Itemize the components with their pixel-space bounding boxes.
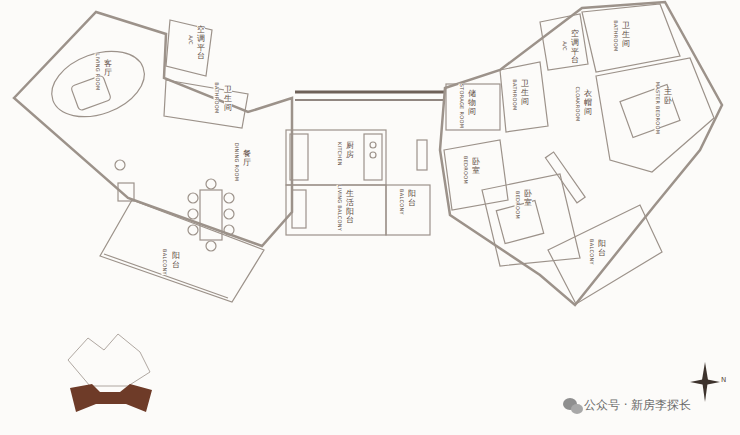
dining-table <box>200 190 222 240</box>
room-label: 主卧 <box>664 88 672 106</box>
chairs <box>188 179 234 251</box>
master-bedroom <box>596 58 714 172</box>
key-plan <box>68 334 152 412</box>
room-label-en: A/C <box>188 35 193 45</box>
right-wing-wall <box>440 2 722 305</box>
room-label: 卧室 <box>472 158 480 176</box>
room-label-en: CLOAKROOM <box>575 86 580 121</box>
washer <box>292 190 306 228</box>
room-label: 卧室 <box>524 190 532 208</box>
room-label-en: DINING ROOM <box>234 143 239 182</box>
left-balcony <box>100 200 264 302</box>
room-label-en: MASTER BEDROOM <box>655 82 660 134</box>
compass-letter: N <box>721 376 726 384</box>
room-label-en: BATHROOM <box>613 20 618 51</box>
ac-platform <box>540 14 588 70</box>
room-label-en: BALCONY <box>162 249 167 275</box>
compass <box>690 362 720 402</box>
room-label: 卫生间 <box>224 86 232 112</box>
room-label: 卫生间 <box>521 80 529 106</box>
room-label-en: BEDROOM <box>515 191 520 219</box>
corridor-wall <box>295 99 445 101</box>
room-label: 空调平台 <box>571 30 579 65</box>
room-label: 厨房 <box>346 142 354 160</box>
master-bathroom <box>582 4 680 72</box>
right-balcony <box>548 205 662 304</box>
room-label-en: BALCONY <box>399 189 404 215</box>
room-label: 卫生间 <box>622 22 630 48</box>
wardrobe <box>545 152 585 203</box>
room-label-en: BATHROOM <box>214 82 219 113</box>
room-label-en: BATHROOM <box>512 79 517 110</box>
stairs-mark <box>417 140 427 170</box>
room-label-en: LIVING ROOM <box>95 53 100 90</box>
room-label: 餐厅 <box>243 150 251 168</box>
counter <box>290 134 308 180</box>
watermark-icon <box>563 398 583 414</box>
rug <box>43 39 154 128</box>
room-label-en: BEDROOM <box>463 156 468 184</box>
plant <box>115 160 125 170</box>
storage-room <box>446 84 500 130</box>
cabinet <box>118 183 134 201</box>
bed <box>620 85 680 138</box>
bed <box>496 200 543 243</box>
room-label-en: A/C <box>562 41 567 51</box>
sofa <box>71 75 112 111</box>
room-label: 生活阳台 <box>346 190 354 225</box>
ac-platform <box>166 20 212 76</box>
room-label: 衣帽间 <box>584 90 592 116</box>
room-label: 阳台 <box>598 240 606 258</box>
small-balcony <box>386 185 430 235</box>
walls <box>14 2 722 305</box>
counter <box>364 134 382 180</box>
room-label: 阳台 <box>172 252 180 270</box>
room-label-en: BALCONY <box>589 239 594 265</box>
bathroom <box>164 80 248 128</box>
kitchen <box>286 130 386 185</box>
room-label: 储物间 <box>468 90 476 116</box>
room-label-en: STORAGE ROOM <box>459 84 464 129</box>
bathroom <box>500 62 548 132</box>
bedroom <box>482 174 580 266</box>
room-label: 阳台 <box>408 190 416 208</box>
living-balcony <box>286 185 386 235</box>
room-label-en: KITCHEN <box>337 142 342 166</box>
room-label-en: LIVING BALCONY <box>337 185 342 231</box>
room-label: 空调平台 <box>197 26 205 61</box>
watermark: 公众号 · 新房李探长 <box>584 397 691 414</box>
corridor-wall <box>295 91 445 94</box>
bedroom <box>444 140 508 210</box>
left-wing-wall <box>14 12 292 246</box>
room-label: 客厅 <box>104 60 112 78</box>
